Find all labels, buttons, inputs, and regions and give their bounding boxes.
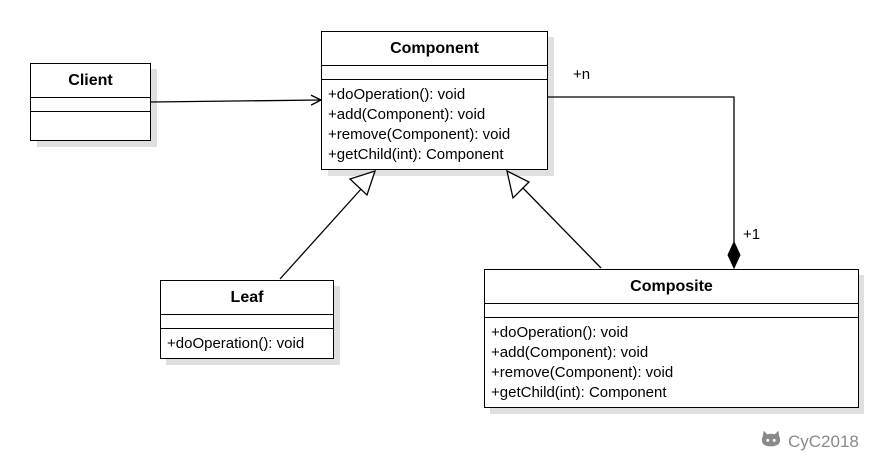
class-attributes (322, 66, 547, 80)
operation: +getChild(int): Component (328, 146, 504, 163)
class-operations: +doOperation(): void +add(Component): vo… (322, 80, 547, 165)
operation: +add(Component): void (328, 106, 486, 123)
class-operations: +doOperation(): void +add(Component): vo… (485, 318, 858, 403)
composition-component-composite (548, 96, 741, 270)
multiplicity-many: +n (573, 66, 591, 83)
class-name: Leaf (161, 281, 333, 315)
class-leaf: Leaf +doOperation(): void (160, 280, 334, 359)
class-attributes (161, 315, 333, 329)
operation: +getChild(int): Component (491, 384, 667, 401)
multiplicity-one: +1 (743, 226, 761, 243)
operation: +doOperation(): void (491, 324, 629, 341)
class-attributes (31, 98, 150, 112)
class-name: Client (31, 64, 150, 98)
class-operations: +doOperation(): void (161, 329, 333, 354)
class-name: Component (322, 32, 547, 66)
github-octocat-icon (760, 428, 782, 455)
watermark: CyC2018 (760, 428, 859, 455)
operation: +add(Component): void (491, 344, 649, 361)
class-attributes (485, 304, 858, 318)
operation: +doOperation(): void (167, 335, 305, 352)
generalization-composite-component (506, 169, 602, 269)
operation: +remove(Component): void (328, 126, 511, 143)
class-client: Client (30, 63, 151, 141)
class-composite: Composite +doOperation(): void +add(Comp… (484, 269, 859, 408)
association-client-component (150, 100, 321, 102)
class-name: Composite (485, 270, 858, 304)
operation: +doOperation(): void (328, 86, 466, 103)
watermark-text: CyC2018 (788, 431, 859, 451)
operation: +remove(Component): void (491, 364, 674, 381)
generalization-leaf-component (279, 169, 377, 280)
class-component: Component +doOperation(): void +add(Comp… (321, 31, 548, 170)
